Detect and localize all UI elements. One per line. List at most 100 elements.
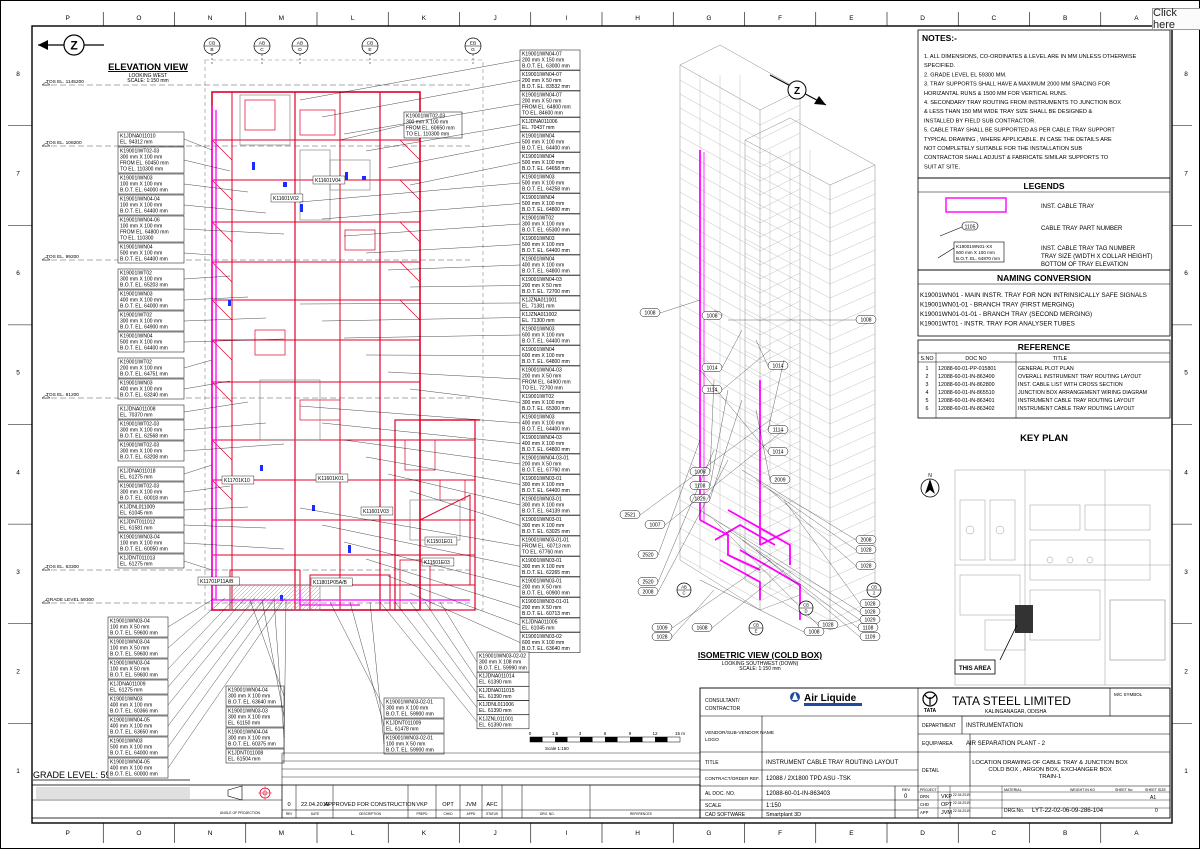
tray-detail: B.O.T. EL. 64658 mm xyxy=(522,166,570,172)
tray-detail: 600 mm X 100 mm xyxy=(522,640,564,646)
part-tag: 1008 xyxy=(808,630,819,636)
equipment-label: K11601V03 xyxy=(363,509,389,515)
row-label: 4 xyxy=(1184,469,1188,476)
equipment-outlines xyxy=(229,94,461,611)
row-label: 2 xyxy=(16,669,20,676)
svg-text:AB: AB xyxy=(681,585,687,590)
tray-detail: 400 mm X 100 mm xyxy=(110,766,152,772)
tray-detail: B.O.T. EL. 60018 mm xyxy=(120,496,168,502)
reference-cell: INSTRUMENT CABLE TRAY ROUTING LAYOUT xyxy=(1018,406,1135,412)
naming-title: NAMING CONVERSION xyxy=(997,273,1091,283)
key-plan-north-icon: N xyxy=(920,473,940,498)
tray-detail: B.O.T. EL. 63640 mm xyxy=(228,700,276,706)
row-label: 2 xyxy=(1184,669,1188,676)
tray-tag: K19001IWT02-03 xyxy=(406,114,445,120)
tray-detail: B.O.T. EL. 64400 mm xyxy=(120,346,168,352)
tray-tag: K19001IWN03-04 xyxy=(110,640,150,646)
note-line: 2. GRADE LEVEL EL 59300 MM. xyxy=(924,72,1007,78)
tray-detail: 300 mm X 100 mm xyxy=(120,155,162,161)
svg-text:2: 2 xyxy=(873,591,876,596)
tray-detail: 500 mm X 100 mm xyxy=(522,140,564,146)
tray-detail: 300 mm X 100 mm xyxy=(522,564,564,570)
row-label: 6 xyxy=(1184,270,1188,277)
tray-detail: B.O.T. EL. 64800 mm xyxy=(522,207,570,213)
tray-tag: K19001IWN03-02-01 xyxy=(386,700,433,706)
tray-tag: K19001IWN04 xyxy=(120,334,153,340)
row-label: 5 xyxy=(16,370,20,377)
column-label: C xyxy=(992,15,997,22)
signoff-initials: JVM xyxy=(941,810,952,816)
reference-cell: 4 xyxy=(926,390,929,396)
equipment-label: K11601K01 xyxy=(318,476,344,482)
tray-detail: 300 mm X 100 mm xyxy=(120,490,162,496)
isometric-subtitle: LOOKING SOUTHWEST (DOWN) xyxy=(722,661,799,667)
tray-detail: 100 mm X 100 mm xyxy=(120,224,162,230)
grid-bubble: CBE xyxy=(361,37,379,55)
tray-detail: 100 mm X 100 mm xyxy=(120,541,162,547)
angle-of-projection-label: ANGLE OF PROJECTION xyxy=(220,811,260,815)
tray-detail: B.O.T. EL. 60000 mm xyxy=(110,772,158,778)
drg-no: LYT-22-02-06-09-286-104 xyxy=(1032,807,1104,814)
revision-header: DATE xyxy=(311,812,319,816)
tray-tag: K19001IWT02-03 xyxy=(120,422,159,428)
click-here-button[interactable]: Click here xyxy=(1152,7,1200,31)
equip-area-label: EQUIP/AREA xyxy=(922,741,953,747)
note-line: 5. CABLE TRAY SHALL BE SUPPORTED AS PER … xyxy=(924,128,1115,134)
column-label: E xyxy=(849,830,854,837)
tray-detail: FROM EL. 64800 mm xyxy=(522,105,571,111)
tray-tag: K19001IWN03-01-01 xyxy=(522,599,569,605)
tray-tag: K1JZNA011002 xyxy=(522,312,557,318)
reference-cell: INSTRUMENT CABLE TRAY ROUTING LAYOUT xyxy=(1018,398,1135,404)
column-label: L xyxy=(351,15,355,22)
revision-cell: VKP xyxy=(416,802,427,808)
tray-detail: B.O.T. EL. 60900 mm xyxy=(522,591,570,597)
tray-detail: B.O.T. EL. 64400 mm xyxy=(522,488,570,494)
revision-cell: JVM xyxy=(465,802,477,808)
consultant-label: CONTRACTOR xyxy=(705,706,741,712)
part-tag: 1114 xyxy=(707,388,718,394)
tray-tag: K1JZNA011001 xyxy=(522,298,557,304)
part-tag: 1008 xyxy=(860,318,871,324)
svg-text:Air Liquide: Air Liquide xyxy=(804,693,857,704)
part-tag: 1108 xyxy=(695,484,706,490)
tray-detail: B.O.T. EL. 64400 mm xyxy=(522,248,570,254)
sheet-label: SHEET No xyxy=(1115,788,1133,792)
tray-tag: K1JDNA011006 xyxy=(522,119,558,125)
row-label: 4 xyxy=(16,469,20,476)
legend-cable-tray: INST. CABLE TRAY xyxy=(1041,204,1094,210)
tray-detail: 500 mm X 100 mm xyxy=(120,340,162,346)
tray-tag: K19001IWT02-03 xyxy=(120,484,159,490)
signoff-date: 22.04.2019 xyxy=(953,809,970,813)
tray-detail: EL. 61150 mm xyxy=(228,721,260,727)
reference-cell: GENERAL PLOT PLAN xyxy=(1018,366,1074,372)
legend-tag-line: B.O.T. EL. 64870 mm xyxy=(956,256,1000,261)
column-label: H xyxy=(635,15,640,22)
tray-detail: 200 mm X 50 mm xyxy=(522,605,561,611)
svg-text:CB: CB xyxy=(209,41,216,47)
level-label: TOS EL. 108200 xyxy=(46,140,82,146)
reference-header: DOC NO xyxy=(965,356,986,362)
reference-cell: 12088-60-01-IN-862800 xyxy=(938,382,995,388)
tray-detail: B.O.T. EL. 64000 mm xyxy=(120,188,168,194)
column-label: M xyxy=(279,15,284,22)
sheet-size-value: A1 xyxy=(1150,795,1156,801)
tray-detail: B.O.T. EL. 64000 mm xyxy=(110,751,158,757)
grid-bubble: ABC xyxy=(253,37,271,55)
legend-tag-label-2: TRAY SIZE (WIDTH X COLLAR HEIGHT) xyxy=(1041,254,1152,260)
this-area-label: THIS AREA xyxy=(959,666,992,672)
contract-label: CONTRACT/ORDER REF. xyxy=(705,776,760,781)
part-tag: 1029 xyxy=(864,618,875,624)
row-label: 7 xyxy=(1184,170,1188,177)
tray-tag: K19001IWN04-07 xyxy=(522,93,562,99)
tray-tag: K1JDNA011010 xyxy=(120,134,156,140)
